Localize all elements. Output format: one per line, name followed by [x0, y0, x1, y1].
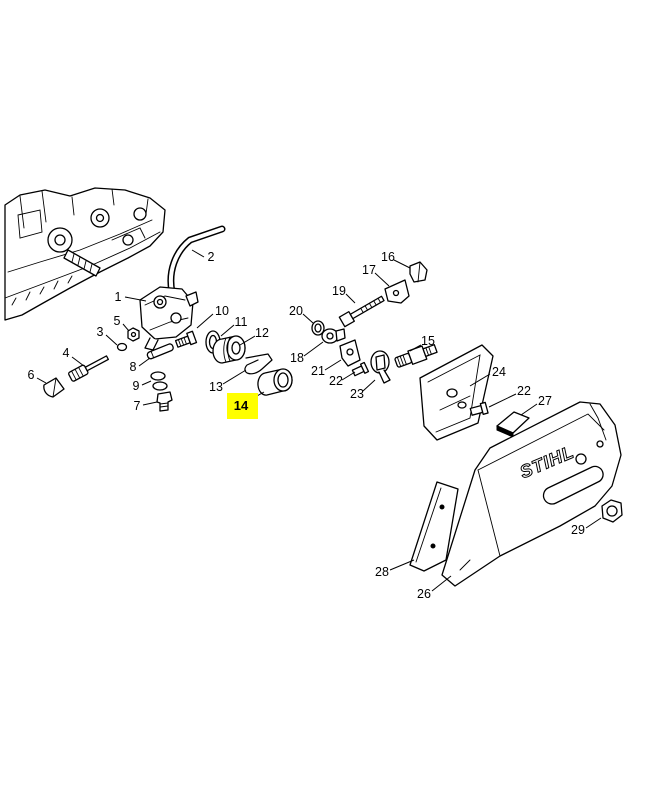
callout-16: 16	[381, 250, 395, 264]
callout-22-right: 22	[517, 384, 531, 398]
part-26-sprocket-cover: STIHL	[441, 401, 622, 587]
callout-11: 11	[235, 315, 248, 329]
part-6-cap	[43, 377, 65, 398]
callout-labels: 1 2 10 11 12 5 3 4 8 6 9 7 13 14 16 17 1…	[28, 250, 585, 601]
part-10-screw	[174, 330, 198, 348]
part-8-pipe	[146, 343, 174, 360]
callout-19: 19	[332, 284, 346, 298]
callout-26: 26	[417, 587, 431, 601]
part-21-plate	[339, 339, 361, 367]
callout-27: 27	[538, 394, 552, 408]
callout-4: 4	[63, 346, 70, 360]
callout-5: 5	[114, 314, 121, 328]
part-22-screw	[351, 361, 370, 377]
callout-15: 15	[421, 334, 435, 348]
callout-21: 21	[311, 364, 325, 378]
part-23-tensioner	[370, 350, 391, 384]
part-5-nut	[127, 327, 140, 342]
callout-20: 20	[289, 304, 303, 318]
part-12-worm	[212, 335, 246, 364]
part-2-oil-hose	[167, 225, 226, 296]
part-28-strip	[409, 481, 459, 572]
callout-23: 23	[350, 387, 364, 401]
part-18-spacer	[321, 328, 346, 344]
part-14-sleeve	[257, 368, 293, 396]
part-9-o-rings	[150, 371, 168, 391]
callout-24: 24	[492, 365, 506, 379]
engine-housing	[4, 187, 166, 321]
callout-14: 14	[234, 398, 249, 413]
part-13-spring	[244, 353, 273, 375]
callout-28: 28	[375, 565, 389, 579]
part-15-stud	[394, 344, 438, 368]
part-17-bracket	[384, 279, 410, 304]
callout-2: 2	[208, 250, 215, 264]
part-1-oil-pump	[139, 286, 199, 351]
part-27-block	[496, 411, 530, 438]
callout-3: 3	[97, 325, 104, 339]
callout-22-left: 22	[329, 374, 343, 388]
part-22-screw-2	[469, 401, 489, 416]
callout-13: 13	[209, 380, 223, 394]
part-7-plug	[156, 391, 173, 412]
callout-7: 7	[134, 399, 141, 413]
part-20-o-ring	[311, 320, 325, 336]
callout-12: 12	[255, 326, 269, 340]
part-24-guide-plate	[419, 344, 494, 441]
part-3-washer	[116, 342, 128, 352]
callout-10: 10	[215, 304, 229, 318]
callout-1: 1	[115, 290, 122, 304]
leader-lines	[36, 249, 602, 592]
callout-8: 8	[130, 360, 137, 374]
callout-9: 9	[133, 379, 140, 393]
callout-18: 18	[290, 351, 304, 365]
callout-highlight-box	[227, 393, 258, 419]
callout-6: 6	[28, 368, 35, 382]
part-4-screw	[68, 355, 110, 382]
part-19-bolt	[338, 295, 385, 328]
part-16-nut	[409, 261, 428, 283]
callout-29: 29	[571, 523, 585, 537]
callout-17: 17	[362, 263, 376, 277]
part-29-nut	[601, 499, 623, 523]
